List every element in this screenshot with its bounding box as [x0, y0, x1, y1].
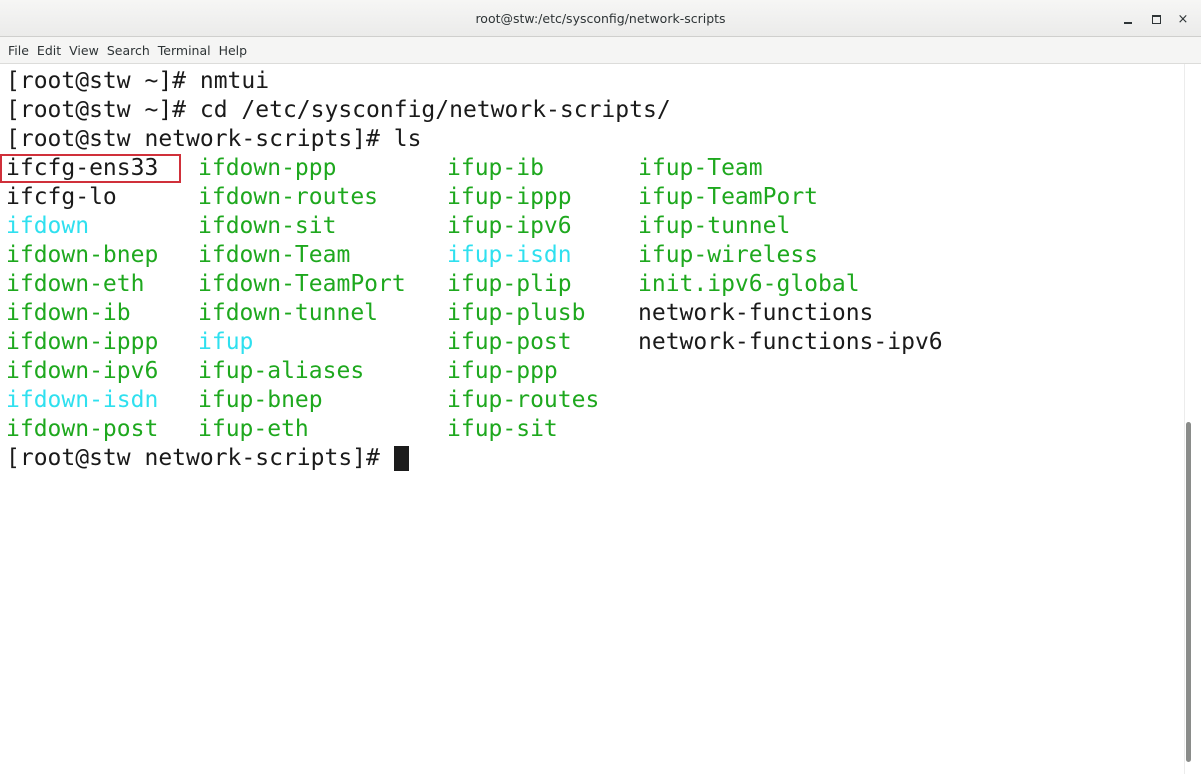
file-entry: ifup-sit	[447, 416, 558, 442]
window-title: root@stw:/etc/sysconfig/network-scripts	[475, 11, 726, 26]
file-entry: network-functions-ipv6	[638, 329, 943, 355]
file-entry: ifdown-eth	[6, 271, 145, 297]
maximize-button[interactable]	[1146, 9, 1166, 29]
command-line: [root@stw ~]# nmtui	[6, 68, 270, 94]
file-entry: ifup-ipv6	[447, 213, 572, 239]
file-entry: ifdown-ppp	[198, 155, 337, 181]
file-entry: ifup-post	[447, 329, 572, 355]
file-entry: init.ipv6-global	[638, 271, 860, 297]
file-entry: ifcfg-lo	[6, 184, 117, 210]
command-line: [root@stw ~]# cd /etc/sysconfig/network-…	[6, 97, 671, 123]
file-entry: ifdown-Team	[198, 242, 351, 268]
file-entry: ifup-TeamPort	[638, 184, 819, 210]
window-titlebar: root@stw:/etc/sysconfig/network-scripts …	[0, 0, 1201, 37]
file-entry: ifup	[198, 329, 254, 355]
file-entry: ifup-eth	[198, 416, 309, 442]
file-entry: ifup-aliases	[198, 358, 365, 384]
scrollbar-thumb[interactable]	[1186, 422, 1191, 762]
file-entry: ifdown-tunnel	[198, 300, 379, 326]
file-entry: ifup-ippp	[447, 184, 572, 210]
file-entry: ifdown-sit	[198, 213, 337, 239]
close-button[interactable]: ×	[1173, 9, 1193, 29]
maximize-icon	[1151, 14, 1161, 24]
close-icon: ×	[1177, 11, 1189, 27]
file-entry: ifdown-isdn	[6, 387, 159, 413]
file-entry: ifup-Team	[638, 155, 763, 181]
file-entry: ifdown-routes	[198, 184, 379, 210]
prompt-line: [root@stw network-scripts]#	[6, 445, 394, 471]
file-entry: ifdown-post	[6, 416, 159, 442]
menu-edit[interactable]: Edit	[36, 42, 62, 58]
file-entry: ifup-tunnel	[638, 213, 791, 239]
file-entry: ifdown-bnep	[6, 242, 159, 268]
file-entry: ifup-ppp	[447, 358, 558, 384]
file-entry: ifcfg-ens33	[6, 155, 159, 181]
menu-bar: File Edit View Search Terminal Help	[0, 37, 1201, 64]
file-entry: ifup-isdn	[447, 242, 572, 268]
terminal-output[interactable]: [root@stw ~]# nmtui [root@stw ~]# cd /et…	[0, 64, 1184, 774]
file-entry: ifup-routes	[447, 387, 600, 413]
file-entry: ifup-plusb	[447, 300, 586, 326]
menu-view[interactable]: View	[69, 42, 99, 58]
file-entry: ifdown-ippp	[6, 329, 159, 355]
menu-terminal[interactable]: Terminal	[157, 42, 211, 58]
menu-search[interactable]: Search	[106, 42, 150, 58]
menu-file[interactable]: File	[8, 42, 29, 58]
file-entry: ifdown-ipv6	[6, 358, 159, 384]
file-entry: ifup-wireless	[638, 242, 819, 268]
minimize-icon	[1124, 22, 1132, 24]
file-entry: ifup-bnep	[198, 387, 323, 413]
file-entry: ifdown-TeamPort	[198, 271, 406, 297]
file-entry: ifdown-ib	[6, 300, 131, 326]
file-entry: ifdown	[6, 213, 90, 239]
file-entry: network-functions	[638, 300, 874, 326]
menu-help[interactable]: Help	[218, 42, 248, 58]
minimize-button[interactable]	[1118, 9, 1138, 29]
file-entry: ifup-plip	[447, 271, 572, 297]
text-cursor	[394, 446, 409, 471]
command-line: [root@stw network-scripts]# ls	[6, 126, 422, 152]
file-entry: ifup-ib	[447, 155, 544, 181]
